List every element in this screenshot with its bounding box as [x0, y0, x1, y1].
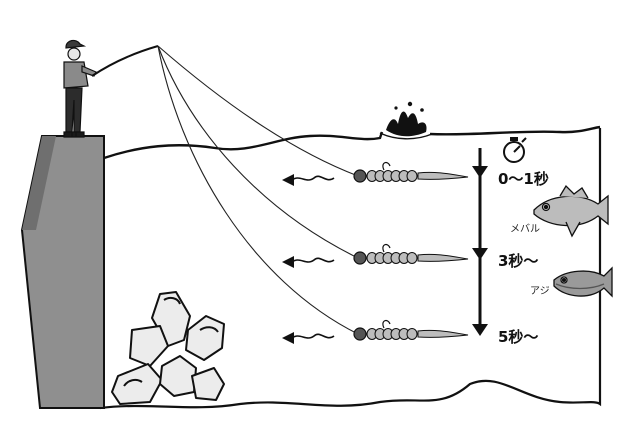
jighead-lure	[353, 161, 469, 183]
wavy-arrow-icon	[282, 332, 335, 344]
timeline-arrowhead	[472, 166, 488, 178]
lure-group	[353, 161, 469, 341]
fish-aji	[553, 266, 613, 298]
timeline-arrowhead	[472, 324, 488, 336]
jighead-lure	[353, 319, 469, 341]
fish-label-mebaru: メバル	[510, 223, 540, 235]
timeline-label: 0～1秒	[498, 170, 549, 188]
retrieve-arrows	[282, 174, 335, 344]
jighead-lure	[353, 243, 469, 265]
fishing-rod	[91, 45, 159, 77]
fishing-lines	[157, 45, 359, 335]
timeline-label: 3秒～	[498, 252, 538, 270]
stopwatch-icon	[503, 137, 527, 163]
splash-icon	[379, 101, 433, 140]
wavy-arrow-icon	[282, 174, 335, 186]
fish-mebaru	[533, 184, 609, 238]
fish-label-aji: アジ	[530, 286, 550, 297]
timeline-markers: 0～1秒 3秒～ 5秒～	[472, 166, 549, 346]
wavy-arrow-icon	[282, 256, 335, 268]
timeline-arrowhead	[472, 248, 488, 260]
tetrapod-blocks	[111, 291, 225, 405]
timeline-label: 5秒～	[498, 328, 538, 346]
seabed-line	[99, 128, 602, 410]
angler-figure	[63, 39, 97, 138]
breakwater-wall	[20, 135, 105, 409]
water-surface	[103, 125, 601, 160]
